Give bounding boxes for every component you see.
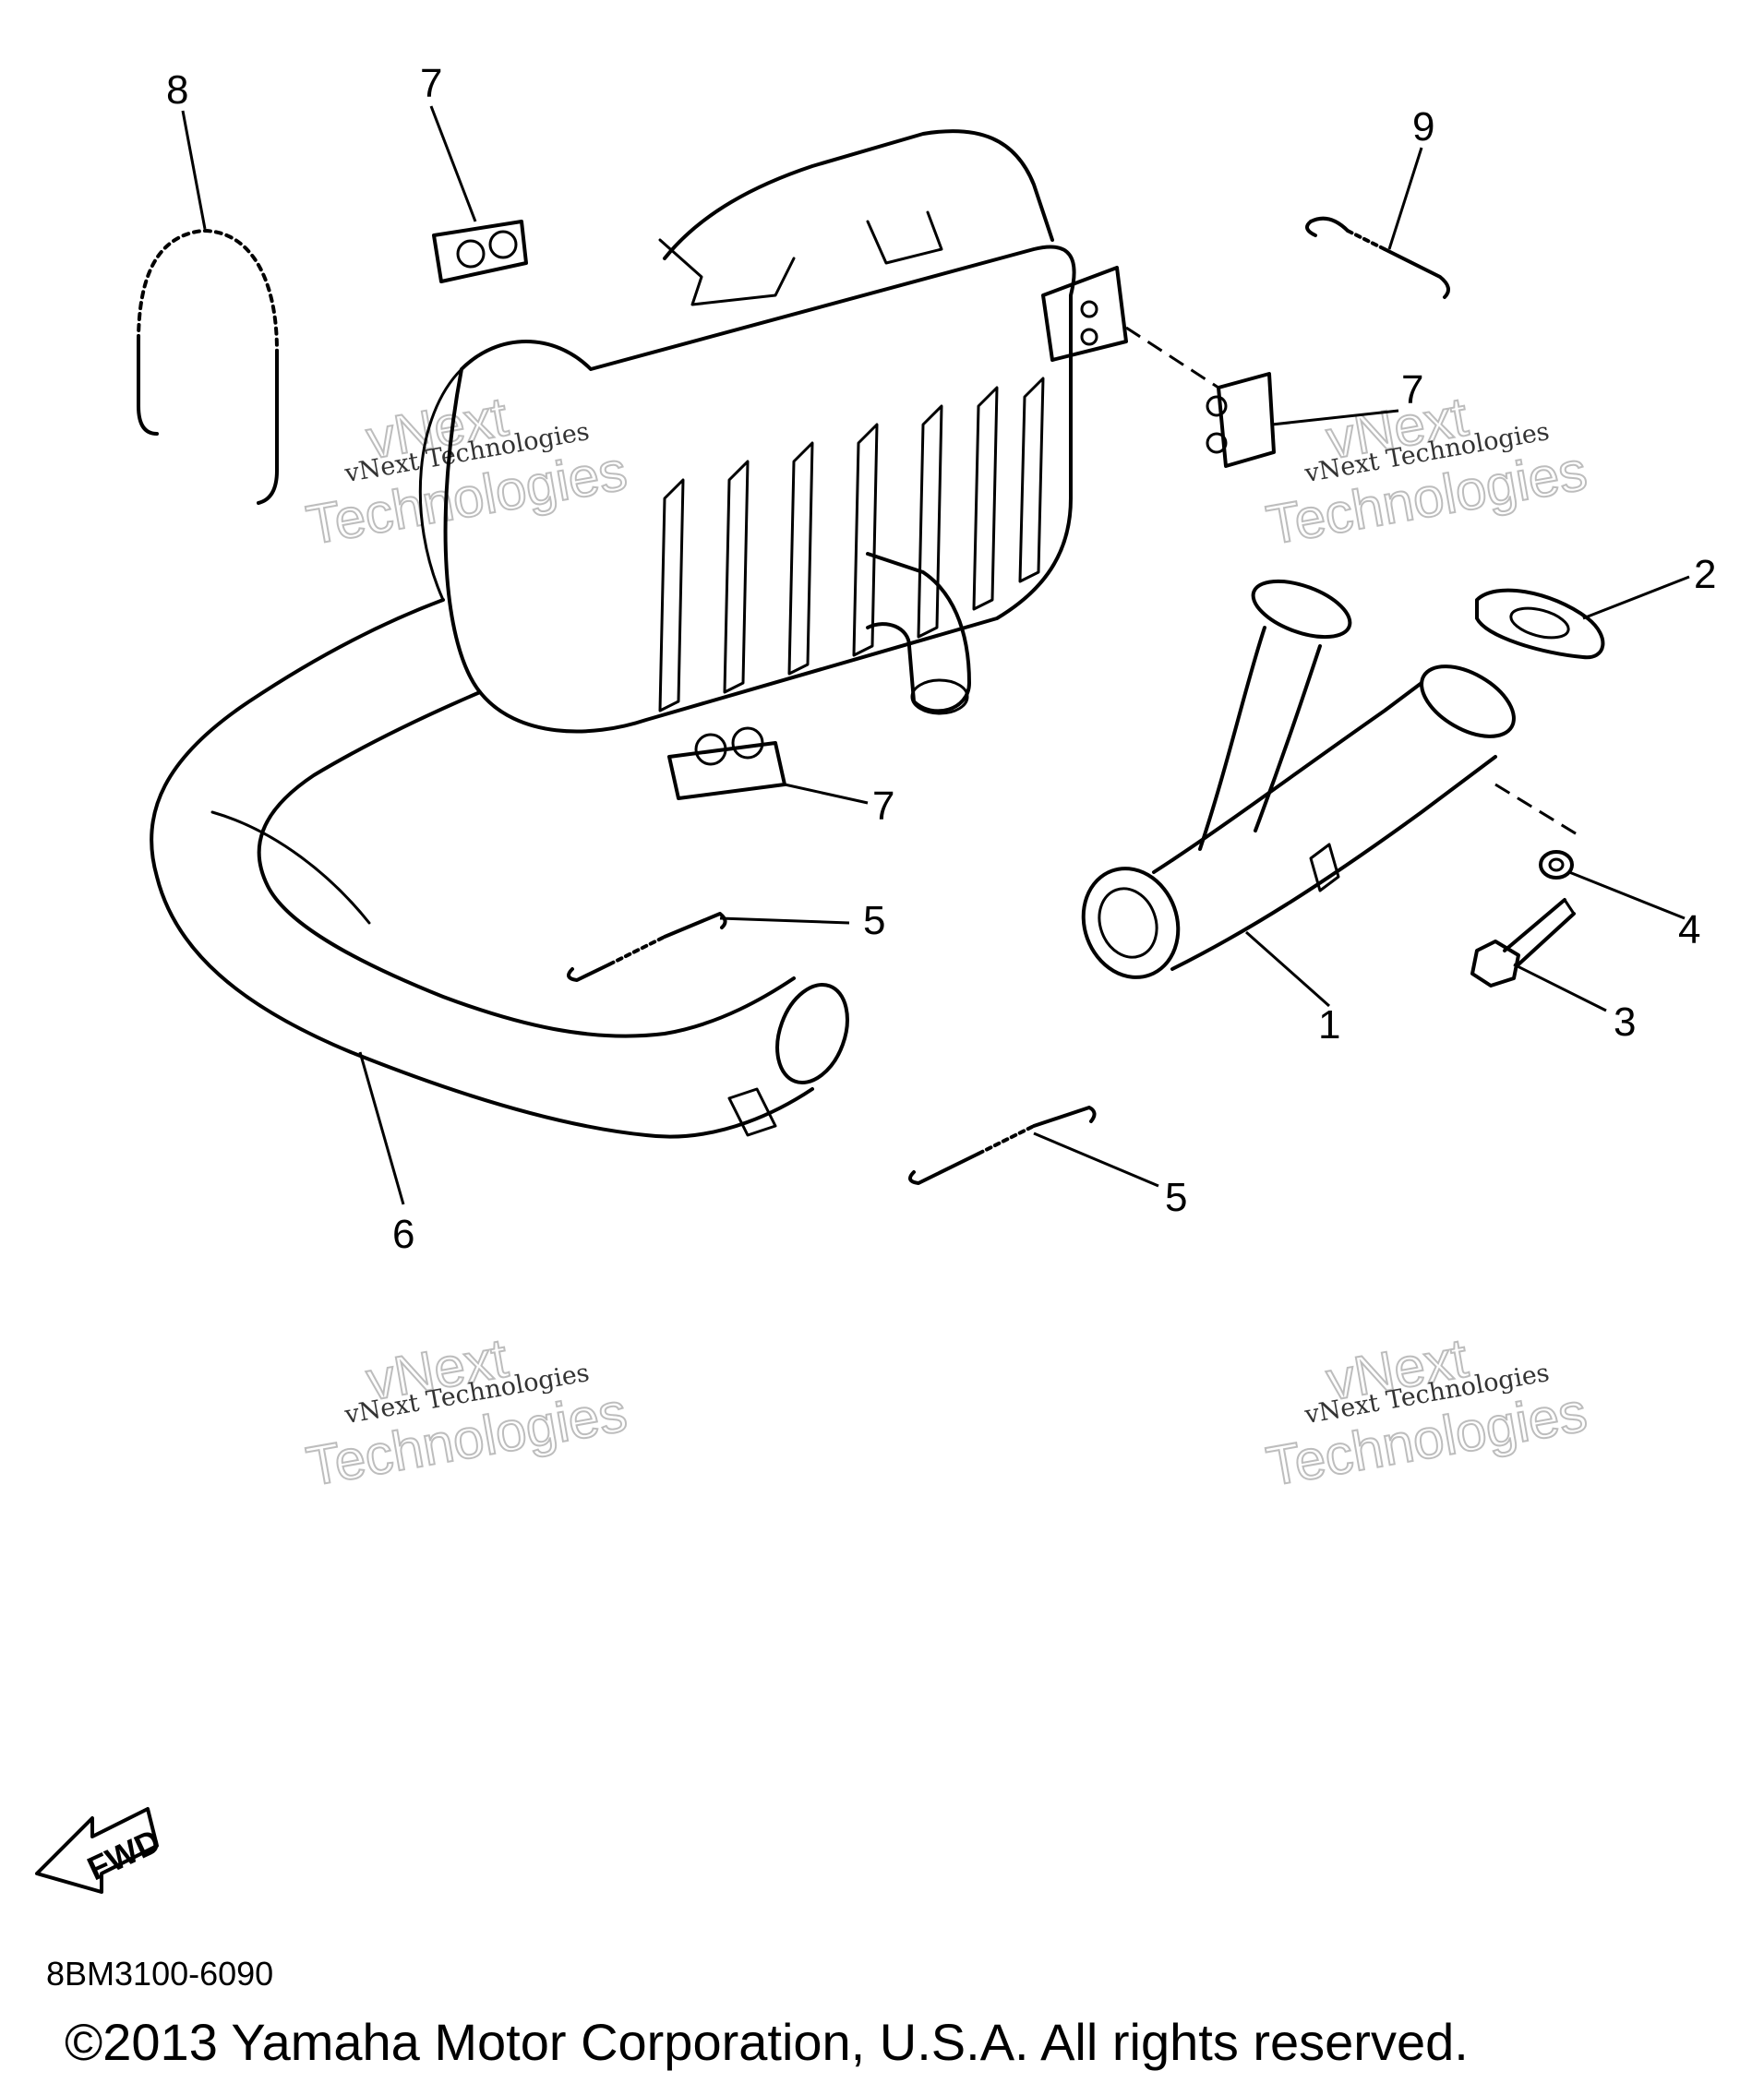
leader-lines xyxy=(181,105,1690,1205)
copyright-notice: ©2013 Yamaha Motor Corporation, U.S.A. A… xyxy=(65,2013,1469,2071)
part-2-gasket xyxy=(1475,588,1605,660)
callout-4: 4 xyxy=(1678,907,1700,952)
diagram-part-code: 8BM3100-6090 xyxy=(46,1955,274,1993)
part-7-damper-right xyxy=(1206,372,1276,468)
part-8-long-spring xyxy=(137,229,279,505)
callout-7-top: 7 xyxy=(420,61,442,106)
assembly-line-damper xyxy=(1125,326,1219,389)
callout-6: 6 xyxy=(392,1212,414,1257)
callout-9: 9 xyxy=(1412,104,1434,150)
part-6-muffler xyxy=(150,129,1128,1139)
callout-7-right: 7 xyxy=(1401,367,1423,413)
callout-8: 8 xyxy=(166,67,188,113)
callout-2: 2 xyxy=(1694,552,1716,597)
part-3-bolt xyxy=(1470,898,1576,988)
watermark-top-left: vNext vNext Technologies Technologies xyxy=(301,384,632,557)
watermark-mid-right: vNext vNext Technologies Technologies xyxy=(1261,1325,1592,1498)
part-9-spring xyxy=(1305,216,1450,299)
callout-5-upper: 5 xyxy=(863,898,885,943)
part-4-washer xyxy=(1539,850,1574,880)
part-1-y-pipe xyxy=(1081,579,1516,979)
muffler-ribs xyxy=(658,377,1045,712)
fwd-arrow-icon: FWD xyxy=(35,1807,166,1894)
callout-3: 3 xyxy=(1614,1000,1636,1045)
svg-text:FWD: FWD xyxy=(81,1822,166,1888)
part-7-damper-bottom xyxy=(667,726,786,800)
watermark-top-right: vNext vNext Technologies Technologies xyxy=(1261,384,1592,557)
part-7-damper-top xyxy=(432,220,528,283)
assembly-line-bolt xyxy=(1494,783,1579,837)
callout-7-bottom: 7 xyxy=(872,784,894,829)
part-5-spring-upper xyxy=(567,912,727,982)
watermark-mid-left: vNext vNext Technologies Technologies xyxy=(301,1325,632,1498)
part-5-spring-lower xyxy=(908,1106,1097,1185)
callout-5-lower: 5 xyxy=(1165,1175,1187,1220)
callout-1: 1 xyxy=(1318,1002,1340,1047)
